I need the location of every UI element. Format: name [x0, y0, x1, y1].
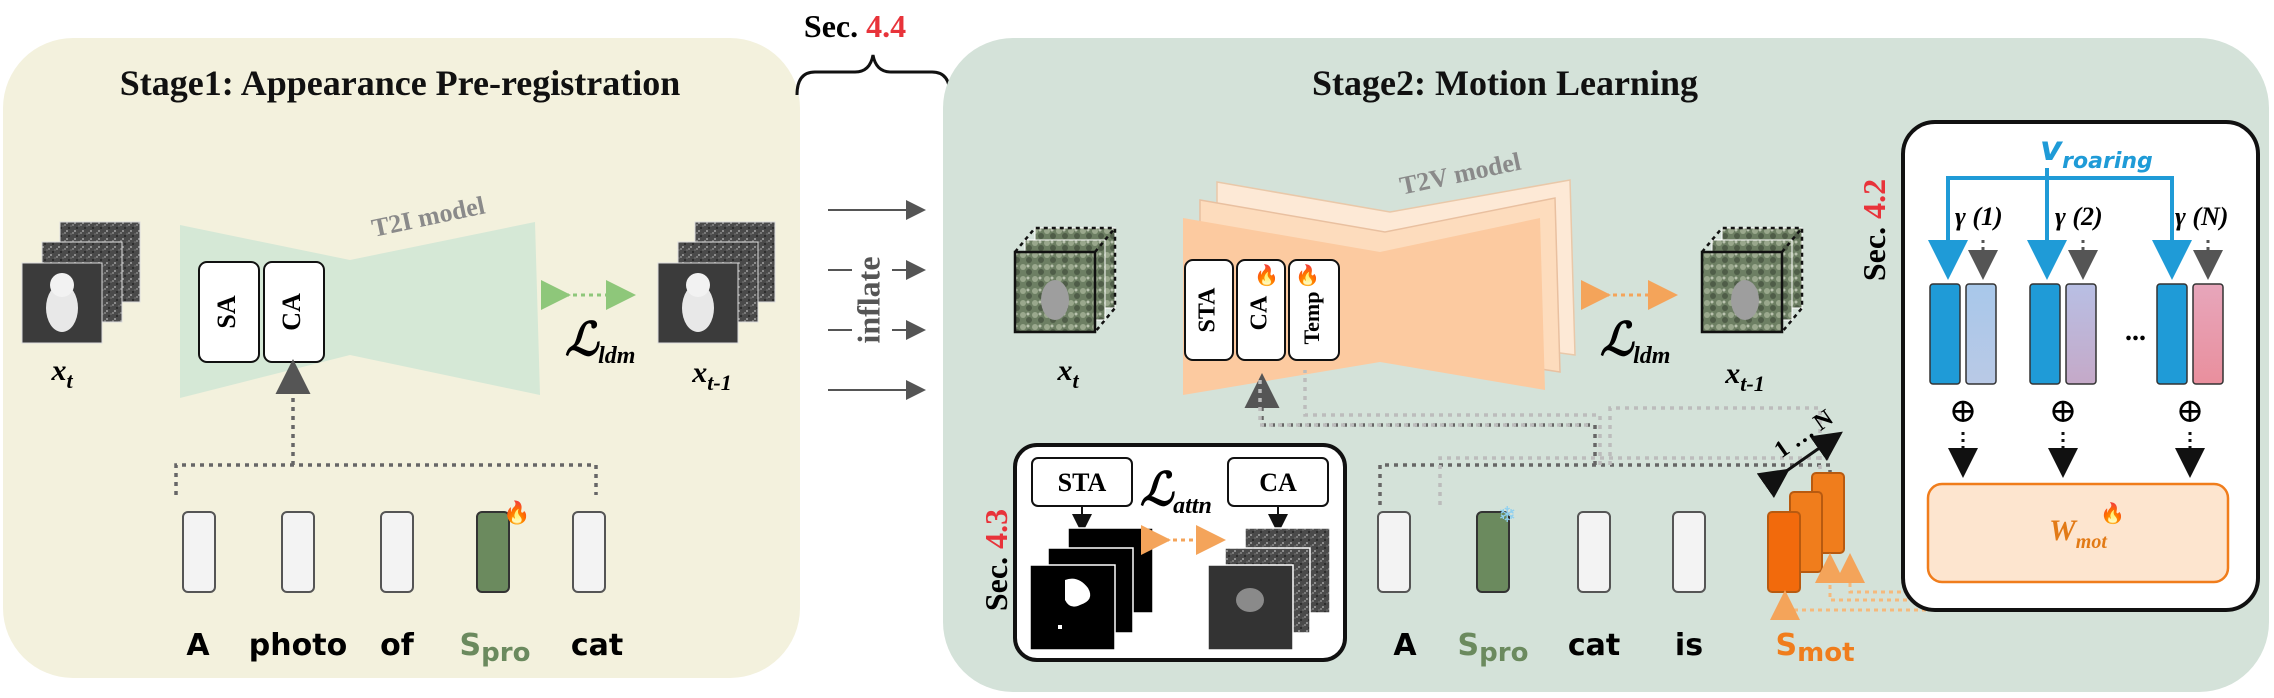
word-of: of [380, 628, 415, 663]
word-is: is [1675, 628, 1703, 663]
token-s-pro [476, 511, 510, 593]
stage1-title: Stage1: Appearance Pre-registration [120, 63, 681, 103]
stage1-panel: Stage1: Appearance Pre-registration T2I … [3, 38, 800, 678]
attn-ca-label: CA [1259, 468, 1297, 497]
word-cat-2: cat [1568, 628, 1620, 663]
flame-icon: 🔥 [1254, 263, 1279, 287]
sec-4-4-label: Sec. 4.4 [804, 8, 906, 44]
ca-block-2-label: CA [1247, 295, 1273, 330]
token-a [182, 511, 216, 593]
x-t-video-cube [1013, 226, 1117, 334]
oplus-2: ⊕ [2049, 393, 2078, 430]
flame-icon: 🔥 [2100, 501, 2125, 525]
w-mot-box [1926, 482, 2230, 584]
flame-icon: 🔥 [503, 500, 530, 525]
token-is [1672, 511, 1706, 593]
v-column-2 [2029, 283, 2061, 385]
wmot-link-1 [1770, 585, 1967, 620]
stage2-tokens: ❄ [1377, 502, 1706, 593]
ca-block-2 [1236, 259, 1286, 361]
gamma-n: γ (N) [2175, 202, 2228, 231]
x-t-image-stack [21, 221, 141, 344]
gamma-1: γ (1) [1955, 202, 2003, 231]
ldm-loss-2: ℒldm [1600, 314, 1670, 369]
temp-block-label: Temp [1299, 292, 1324, 345]
ldm-loss-1: ℒldm [565, 314, 635, 369]
token-photo [281, 511, 315, 593]
flame-icon: 🔥 [1295, 263, 1320, 287]
token-cat [572, 511, 606, 593]
x-t-1-image-stack [657, 221, 776, 344]
gamma-column-2 [2065, 283, 2097, 385]
temp-block [1288, 259, 1340, 361]
ca-block-label: CA [277, 293, 306, 331]
word-s-pro-2: Spro [1458, 628, 1529, 668]
sec-4-3-label: Sec. 4.3 [978, 509, 1014, 611]
token-s-pro-2 [1476, 511, 1510, 593]
ca-attention-maps [1207, 527, 1331, 651]
gamma-column-1 [1965, 283, 1997, 385]
token-a-2 [1377, 511, 1411, 593]
stage1-tokens: 🔥 [182, 500, 606, 593]
sta-block-label: STA [1195, 287, 1221, 333]
attn-loss: ℒattn [1140, 464, 1212, 519]
sa-block-label: SA [212, 295, 241, 328]
x-t-1-video-cube [1700, 226, 1804, 334]
v-column-1 [1929, 283, 1961, 385]
sec-4-2-label: Sec. 4.2 [1856, 179, 1892, 281]
word-s-pro: Spro [460, 628, 531, 668]
stage2-connector-dup [1258, 380, 1590, 427]
gamma-2: γ (2) [2055, 202, 2103, 231]
word-s-mot: Smot [1776, 628, 1855, 668]
stage2-connector-mid [1438, 456, 1830, 505]
stack-depth-arrow [1756, 431, 1843, 499]
token-of [380, 511, 414, 593]
word-a-2: A [1393, 628, 1417, 663]
v-column-n [2156, 283, 2188, 385]
v-branch-3 [2047, 176, 2192, 280]
stage2-panel: Stage2: Motion Learning T2V model STA CA… [943, 38, 2269, 692]
stage2-connector-ca [1244, 373, 1597, 465]
attn-sta-label: STA [1058, 468, 1107, 497]
middle-section: Sec. 4.4 inflate [795, 8, 952, 400]
attn-box: Sec. 4.3 STA CA ℒattn [978, 443, 1347, 662]
x-t-1-label-2: xt-1 [1724, 357, 1764, 396]
inflate-label: inflate [850, 256, 886, 343]
brace [795, 54, 952, 96]
stage2-title: Stage2: Motion Learning [1312, 63, 1698, 103]
word-photo: photo [249, 628, 347, 663]
w-mot-label: Wmot [2049, 514, 2108, 553]
x-t-label: xt [50, 354, 73, 393]
snowflake-icon: ❄ [1498, 502, 1516, 527]
word-a: A [186, 628, 210, 663]
gamma-column-n [2192, 283, 2224, 385]
token-cat-2 [1577, 511, 1611, 593]
motion-box: Sec. 4.2 vroaring γ (1) γ (2) γ (N) [1856, 120, 2260, 612]
word-cat: cat [571, 628, 623, 663]
x-t-label-2: xt [1056, 354, 1079, 393]
columns-ellipsis: ... [2125, 316, 2146, 347]
x-t-1-label: xt-1 [691, 356, 731, 395]
sta-attention-maps [1029, 527, 1154, 651]
v-branch-1 [1928, 168, 2049, 280]
v-roaring-label: vroaring [2040, 129, 2153, 174]
sta-block [1184, 259, 1234, 361]
stage2-connector-right [1608, 406, 1822, 480]
oplus-1: ⊕ [1949, 393, 1978, 430]
sa-block [198, 261, 260, 363]
oplus-n: ⊕ [2176, 393, 2205, 430]
